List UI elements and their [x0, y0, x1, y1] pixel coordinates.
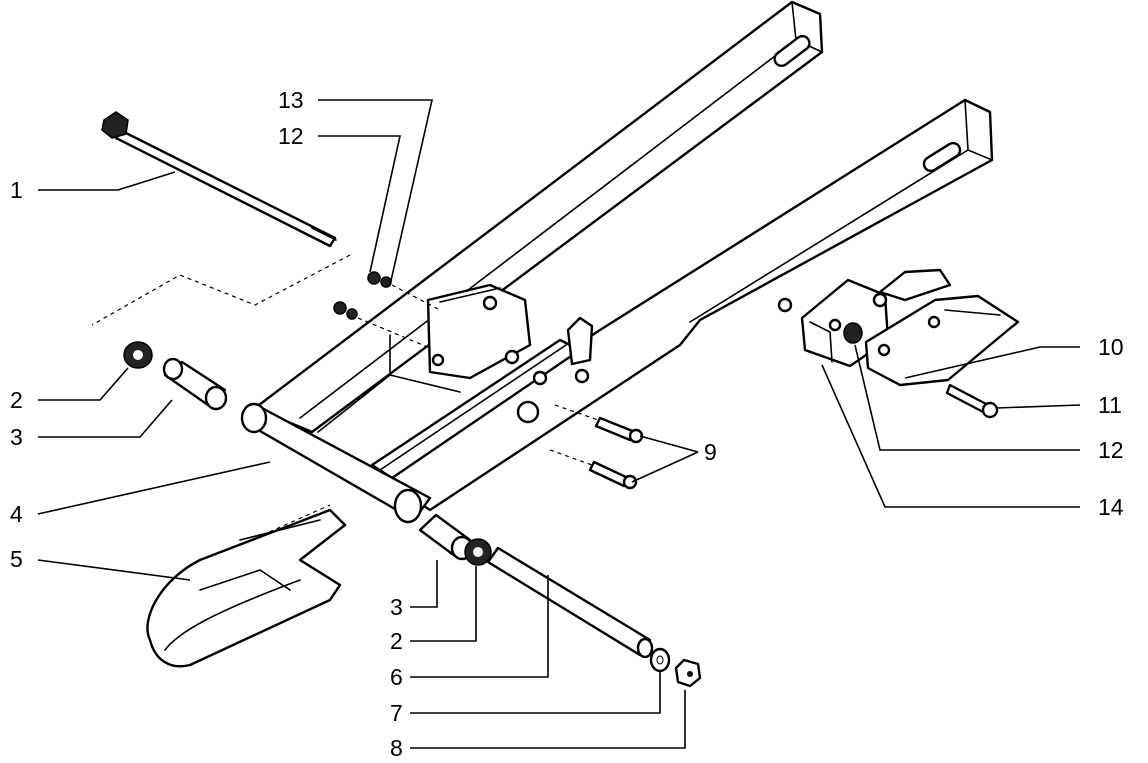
shock-mount-bracket: [426, 283, 532, 380]
callout-10: 10: [1098, 334, 1124, 360]
callout-12-right: 12: [1098, 437, 1124, 463]
callout-12-top: 12: [278, 123, 304, 149]
part-10-chain-slider: [864, 294, 1020, 387]
axle-slot-front: [922, 141, 962, 173]
swingarm: [240, 0, 994, 524]
part-11-screw: [945, 383, 999, 419]
callout-14: 14: [1098, 494, 1124, 520]
callout-3-upper: 3: [10, 424, 23, 450]
part-2-spacer-upper: [123, 341, 153, 369]
brake-tab: [566, 316, 594, 366]
part-1-pivot-bolt: [101, 111, 337, 248]
swingarm-rear-arm: [253, 0, 824, 434]
part-2-spacer-lower: [464, 538, 492, 566]
callout-3-lower: 3: [390, 594, 403, 620]
part-9-screws: [549, 404, 644, 490]
part-3-bushing-upper: [162, 357, 228, 411]
leader-lines: [37, 99, 1081, 749]
cross-tube-end-right: [393, 488, 423, 524]
callout-13: 13: [278, 87, 304, 113]
bolt-1-axis-line: [91, 254, 351, 326]
callout-6: 6: [390, 664, 403, 690]
callout-8: 8: [390, 735, 403, 761]
callout-labels: 1 2 3 4 5 3 2 6 7 8 9 10 11 12 12 13 14: [10, 87, 1124, 761]
callout-1: 1: [10, 177, 23, 203]
callout-7: 7: [390, 700, 403, 726]
callout-2-upper: 2: [10, 387, 23, 413]
axle-slot-rear: [773, 34, 811, 68]
callout-11: 11: [1098, 392, 1122, 418]
cross-tube-end-left: [240, 402, 268, 434]
callout-5: 5: [10, 546, 23, 572]
part-5-chain-guard: [146, 504, 347, 668]
callout-2-lower: 2: [390, 628, 403, 654]
part-7-washer: [649, 647, 671, 673]
part-6-pivot-pin: [486, 546, 654, 659]
part-8-nut: [674, 658, 702, 688]
arm-mount-bolt: [777, 297, 793, 313]
part-12-washer-right: [843, 322, 863, 344]
callout-4: 4: [10, 501, 23, 527]
callout-9: 9: [704, 439, 717, 465]
part-3-bushing-lower: [418, 513, 474, 561]
part-12-13-nuts: [333, 271, 441, 349]
